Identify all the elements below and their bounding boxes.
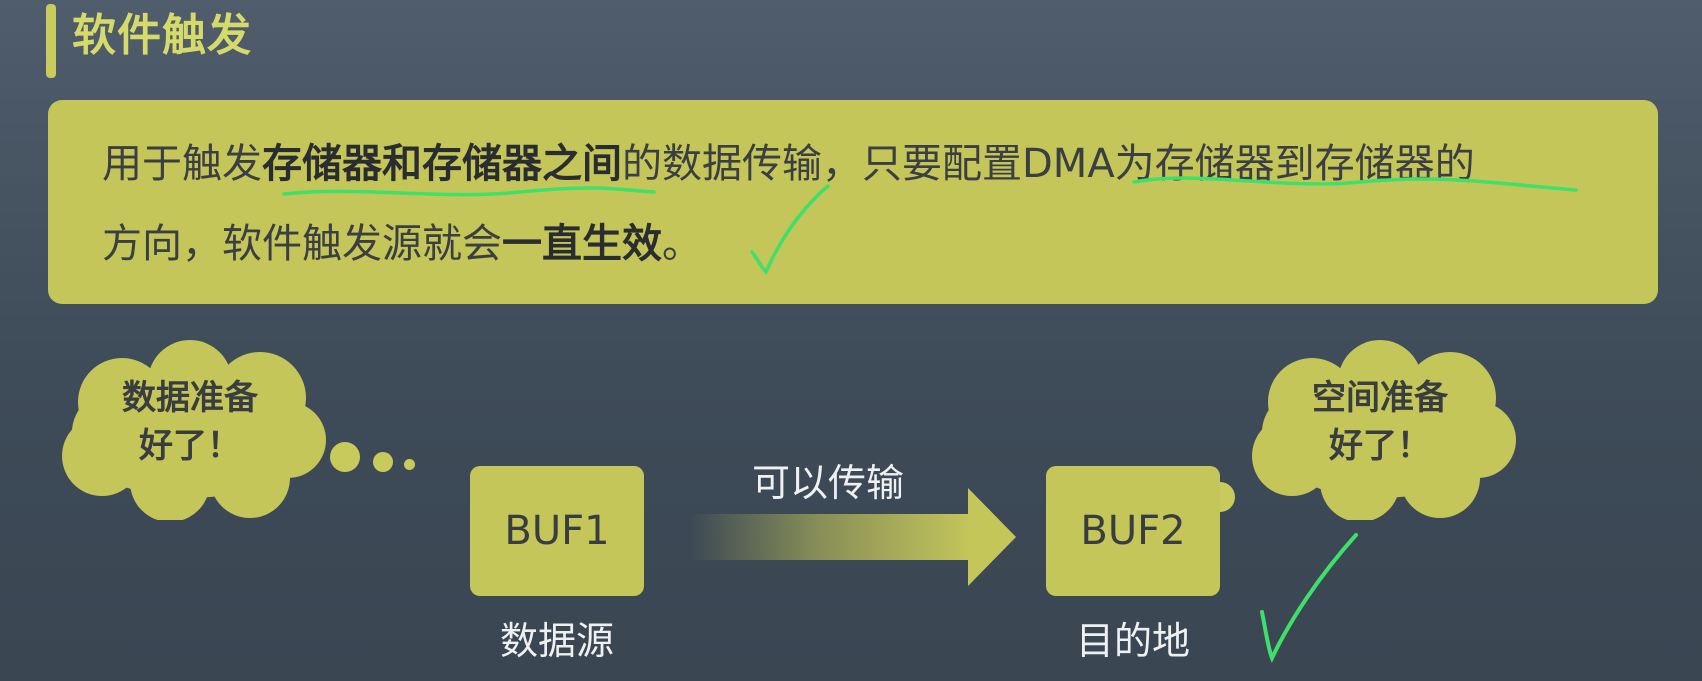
left-cloud-line2: 好了！ xyxy=(139,426,241,466)
title-accent-bar xyxy=(46,4,56,78)
buf2-caption: 目的地 xyxy=(1075,619,1190,663)
checkmark-icon xyxy=(750,184,830,276)
description-part5: 方向，软件触发源就会 xyxy=(102,221,502,267)
description-box: 用于触发存储器和存储器之间的数据传输，只要配置DMA为存储器到存储器的方向，软件… xyxy=(48,100,1658,304)
description-part2: 的数据传输，只要配置 xyxy=(622,141,1022,187)
left-thought-cloud: 数据准备 好了！ xyxy=(50,340,330,522)
buf2-box: BUF2 xyxy=(1046,466,1220,596)
right-cloud-line1: 空间准备 xyxy=(1312,378,1448,418)
right-thought-cloud: 空间准备 好了！ xyxy=(1240,340,1520,522)
underline-dma-direction xyxy=(1132,176,1578,192)
description-text: 用于触发存储器和存储器之间的数据传输，只要配置DMA为存储器到存储器的方向，软件… xyxy=(102,124,1642,284)
thought-dot-left-medium xyxy=(373,452,393,472)
thought-dot-left-small xyxy=(404,459,415,470)
underline-memory-to-memory xyxy=(282,186,656,197)
cloud-shape-right xyxy=(1252,340,1516,522)
left-cloud-line1: 数据准备 xyxy=(122,378,258,418)
page-title: 软件触发 xyxy=(72,10,252,61)
buf2-label: BUF2 xyxy=(1080,508,1186,554)
transfer-arrow xyxy=(690,488,1016,586)
description-part1: 用于触发 xyxy=(102,141,262,187)
buf1-label: BUF1 xyxy=(504,508,610,554)
transfer-label: 可以传输 xyxy=(752,461,905,505)
buf1-caption: 数据源 xyxy=(499,619,614,663)
highlight-memory-to-memory: 存储器和存储器之间 xyxy=(262,141,622,187)
buf1-box: BUF1 xyxy=(470,466,644,596)
checkmark-icon xyxy=(1260,533,1358,663)
right-cloud-line2: 好了！ xyxy=(1329,426,1431,466)
highlight-always-active: 一直生效 xyxy=(502,221,662,267)
thought-dot-left-large xyxy=(330,442,360,472)
cloud-shape-left xyxy=(62,340,326,522)
description-end: 。 xyxy=(662,221,702,267)
